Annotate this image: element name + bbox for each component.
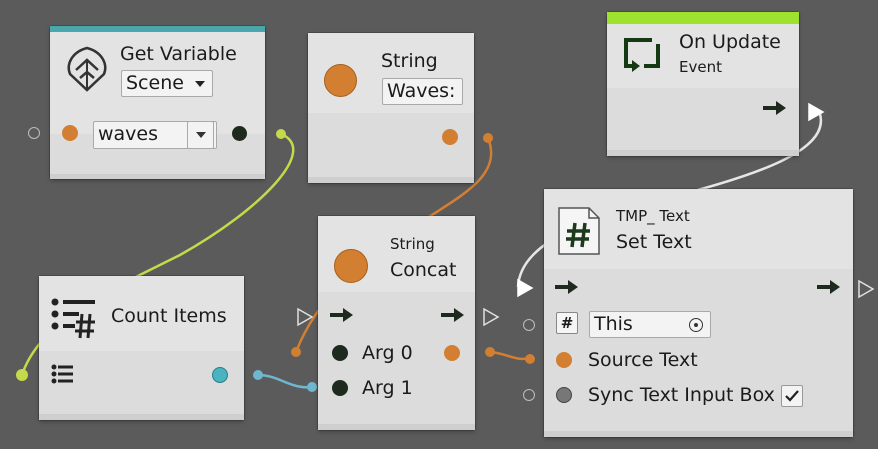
- integer-output-port[interactable]: [212, 367, 228, 383]
- variable-name-dropdown[interactable]: [187, 121, 214, 149]
- target-input-port-ring[interactable]: [523, 319, 535, 331]
- boolean-type-icon: [556, 387, 572, 403]
- source-text-label: Source Text: [588, 349, 698, 371]
- input-port-ring[interactable]: [28, 127, 40, 139]
- caret-down-icon: [196, 132, 206, 138]
- node-title: String: [381, 50, 438, 72]
- arg0-label: Arg 0: [362, 342, 413, 364]
- loop-icon: [624, 38, 660, 72]
- string-output-port[interactable]: [444, 345, 460, 361]
- arg1-input-port[interactable]: [332, 380, 348, 396]
- flow-input-port[interactable]: [516, 278, 534, 298]
- object-picker-icon[interactable]: [689, 318, 703, 332]
- node-title: Count Items: [111, 305, 227, 327]
- get-variable-node[interactable]: Get Variable Scene waves: [28, 26, 265, 179]
- string-type-icon: [334, 249, 368, 283]
- node-accent-stripe: [607, 12, 799, 24]
- value-output-port[interactable]: [232, 126, 247, 141]
- flow-input-arrow-icon: [555, 280, 578, 294]
- hash-document-icon: [558, 207, 600, 255]
- string-output-port[interactable]: [442, 129, 458, 145]
- target-object-field[interactable]: This: [589, 311, 711, 338]
- checkmark-icon: [785, 390, 799, 402]
- node-title: Concat: [390, 259, 457, 281]
- node-accent-stripe: [50, 26, 265, 32]
- scope-dropdown[interactable]: Scene: [121, 70, 213, 97]
- hash-icon: #: [556, 312, 578, 334]
- flow-output-arrow-icon[interactable]: [817, 279, 843, 295]
- flow-output-port[interactable]: [807, 102, 825, 122]
- string-type-icon: [324, 64, 357, 97]
- leaf-icon: [67, 46, 107, 92]
- node-title: On Update: [679, 31, 781, 53]
- sync-text-label: Sync Text Input Box: [588, 384, 775, 406]
- flow-output-arrow-icon[interactable]: [763, 100, 789, 116]
- sync-input-port-ring[interactable]: [523, 389, 535, 401]
- node-category: TMP_ Text: [616, 207, 690, 225]
- target-object-value: This: [594, 313, 633, 335]
- set-text-node[interactable]: TMP_ Text Set Text # This Source Text Sy…: [517, 189, 875, 437]
- flow-input-arrow-icon: [330, 308, 353, 322]
- node-title: Get Variable: [120, 43, 237, 65]
- string-value: Waves:: [387, 80, 456, 102]
- sync-checkbox[interactable]: [781, 385, 803, 407]
- list-count-icon: [51, 298, 95, 339]
- flow-output-port[interactable]: [857, 279, 875, 299]
- node-category: String: [390, 235, 435, 253]
- caret-down-icon: [195, 81, 205, 87]
- string-input-port[interactable]: [62, 125, 78, 141]
- flow-output-port[interactable]: [482, 307, 500, 327]
- string-concat-node[interactable]: String Concat Arg 0 Arg 1: [297, 216, 500, 430]
- node-subtitle: Event: [679, 58, 722, 76]
- flow-input-port[interactable]: [296, 307, 314, 327]
- flow-output-arrow-icon[interactable]: [441, 307, 467, 323]
- list-icon[interactable]: [51, 364, 75, 384]
- source-text-input-port[interactable]: [556, 352, 572, 368]
- count-items-node[interactable]: Count Items: [39, 276, 244, 420]
- on-update-node[interactable]: On Update Event: [607, 12, 825, 156]
- arg0-input-port[interactable]: [332, 345, 348, 361]
- string-literal-node[interactable]: String Waves:: [308, 33, 474, 183]
- wire-count-to-concat: [257, 373, 315, 389]
- string-value-input[interactable]: Waves:: [382, 78, 463, 105]
- arg1-label: Arg 1: [362, 377, 413, 399]
- scope-value: Scene: [126, 72, 184, 94]
- node-title: Set Text: [616, 231, 692, 253]
- variable-name-value: waves: [98, 123, 159, 145]
